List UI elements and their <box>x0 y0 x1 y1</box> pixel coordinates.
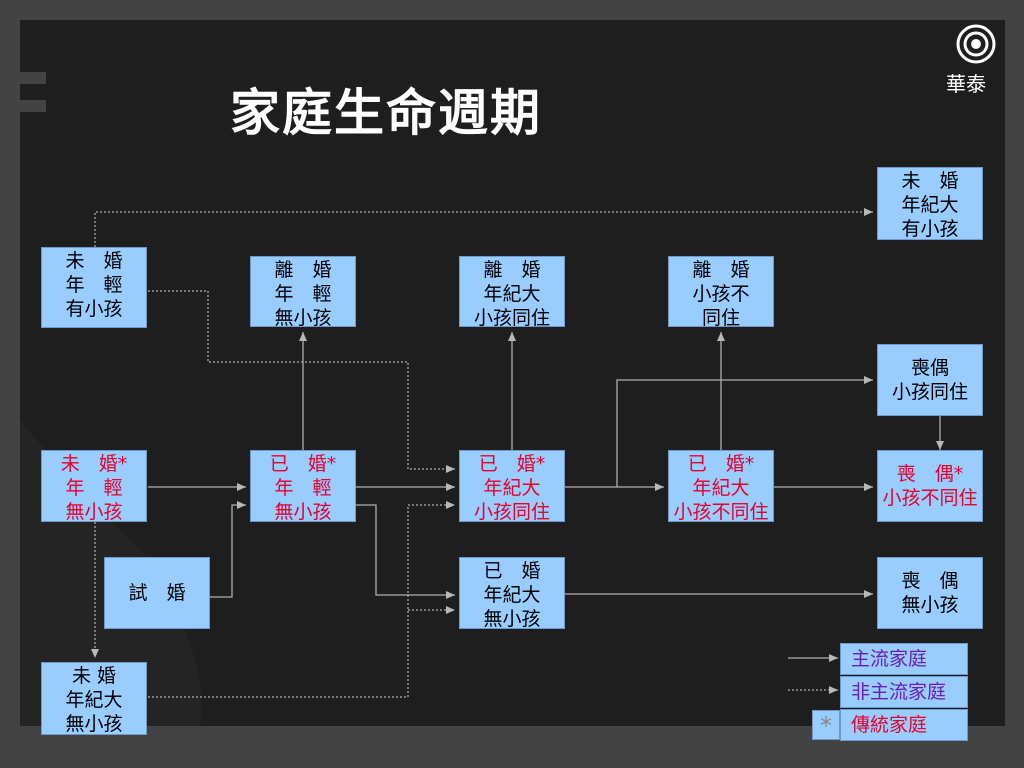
box-unmarried-young-with-kids: 未 婚 年 輕 有小孩 <box>41 247 147 328</box>
arrow-married-to-no-kids <box>356 504 455 599</box>
box-married-older-no-kids: 已 婚 年紀大 無小孩 <box>459 557 565 629</box>
legend-non-mainstream: 非主流家庭 <box>840 676 968 708</box>
legend-traditional: 傳統家庭 <box>840 709 968 741</box>
dotted-arrow-older-unmarried-to-married-kids <box>148 501 455 698</box>
brand-logo-text: 華泰 <box>946 72 986 96</box>
dotted-arrow-to-unmarried-older-kids <box>94 208 873 247</box>
box-unmarried-older-with-kids: 未 婚 年紀大 有小孩 <box>877 167 983 240</box>
box-married-older-kids-living: 已 婚* 年紀大 小孩同住 <box>459 450 565 522</box>
box-widowed-no-kids: 喪 偶 無小孩 <box>877 557 983 629</box>
box-married-older-kids-not-living: 已 婚* 年紀大 小孩不同住 <box>668 450 774 522</box>
arrow-kids-to-widowed-living <box>616 376 873 487</box>
dotted-arrow-young-kids-to-married-kids <box>148 290 455 473</box>
box-divorced-older-kids-living: 離 婚 年紀大 小孩同住 <box>459 256 565 327</box>
box-unmarried-young-no-kids: 未 婚* 年 輕 無小孩 <box>41 450 147 522</box>
box-married-young-no-kids: 已 婚* 年 輕 無小孩 <box>250 450 356 522</box>
box-trial-marriage: 試 婚 <box>104 557 210 629</box>
box-divorced-kids-not-living: 離 婚 小孩不 同住 <box>668 256 774 327</box>
legend-mainstream: 主流家庭 <box>840 643 968 675</box>
box-widowed-kids-not-living: 喪 偶* 小孩不同住 <box>877 450 983 522</box>
box-widowed-kids-living: 喪偶 小孩同住 <box>877 344 983 416</box>
box-divorced-young-no-kids: 離 婚 年 輕 無小孩 <box>250 256 356 327</box>
page-title: 家庭生命週期 <box>230 83 542 142</box>
arrow-trial-to-married <box>210 501 246 598</box>
brand-logo-icon <box>956 24 996 64</box>
box-unmarried-older-no-kids: 未 婚 年紀大 無小孩 <box>41 662 147 735</box>
legend-star-icon: * <box>812 710 840 740</box>
